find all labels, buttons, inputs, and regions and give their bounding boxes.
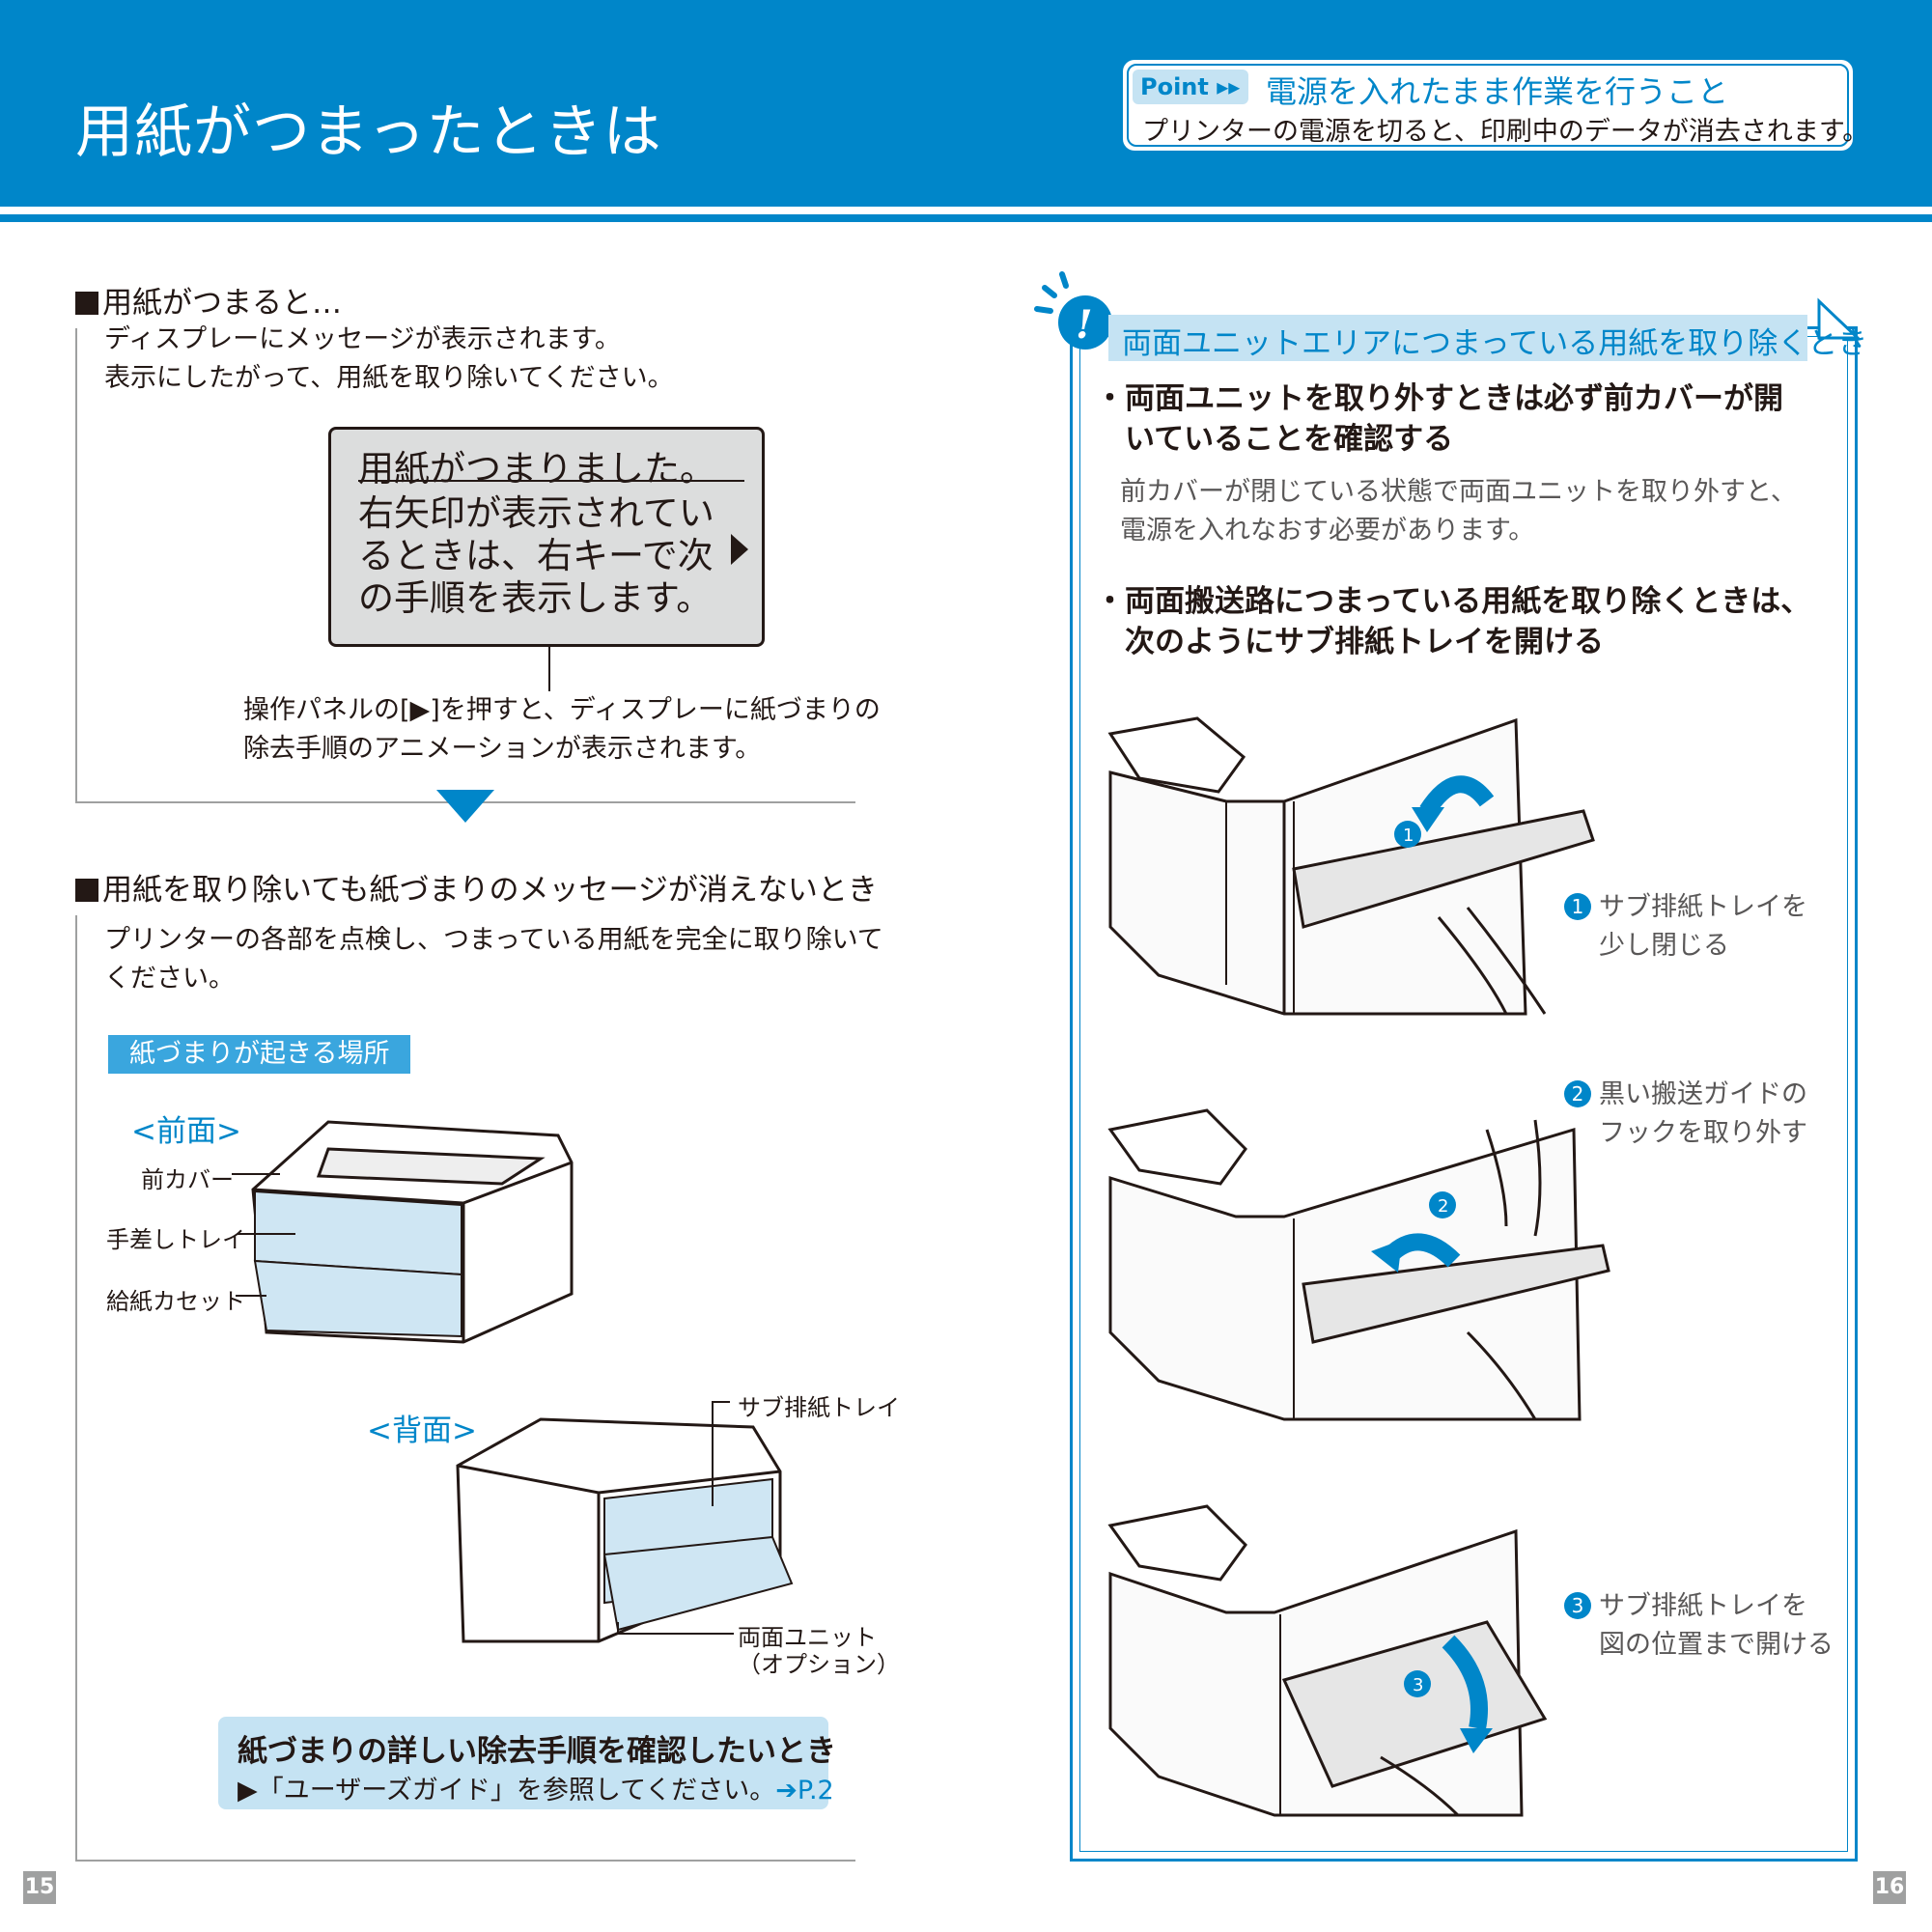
point-badge: Point ▸▸	[1133, 70, 1248, 104]
callout-sub-output-tray: サブ排紙トレイ	[738, 1394, 900, 1421]
step3-label-line: 図の位置まで開ける	[1599, 1630, 1834, 1660]
section1-line: ディスプレーにメッセージが表示されます。	[104, 324, 621, 354]
bullet1-body-line: 電源を入れなおす必要があります。	[1120, 516, 1535, 546]
right-arrow-icon	[731, 534, 748, 565]
section2-vline	[75, 915, 77, 1862]
section2-text: プリンターの各部を点検し、つまっている用紙を完全に取り除いて ください。	[104, 921, 883, 998]
callout-manual-tray: 手差しトレイ	[106, 1226, 245, 1253]
tip-title: 両面ユニットエリアにつまっている用紙を取り除くとき	[1122, 326, 1868, 361]
lcd-underline	[358, 480, 744, 482]
callout-duplex-unit: 両面ユニット	[738, 1624, 877, 1651]
page-link[interactable]: ➔P.2	[775, 1776, 834, 1806]
callout-option: （オプション）	[738, 1651, 900, 1678]
lcd-line: るときは、右キーで次	[358, 535, 714, 576]
callout-paper-cassette: 給紙カセット	[106, 1288, 245, 1315]
section1-heading: 用紙がつまると…	[75, 278, 342, 322]
lcd-line: の手順を表示します。	[358, 577, 713, 619]
down-arrow-icon	[436, 790, 494, 823]
section2-hline	[75, 1860, 855, 1862]
square-bullet-icon	[75, 292, 98, 315]
bullet1-body: 前カバーが閉じている状態で両面ユニットを取り外すと、 電源を入れなおす必要があり…	[1120, 473, 1797, 550]
step-number-badge: 3	[1564, 1592, 1591, 1619]
step2-label-line: フックを取り外す	[1599, 1118, 1807, 1148]
caption-line: 除去手順のアニメーションが表示されます。	[243, 734, 762, 764]
point-box: Point ▸▸ 電源を入れたまま作業を行うこと プリンターの電源を切ると、印刷…	[1123, 60, 1868, 151]
point-text: プリンターの電源を切ると、印刷中のデータが消去されます。	[1142, 117, 1869, 147]
reference-text: ▶「ユーザーズガイド」を参照してください。➔P.2	[238, 1776, 834, 1806]
section1-vline	[75, 328, 77, 803]
lcd-leader-line	[548, 647, 550, 691]
bullet2-heading: ・両面搬送路につまっている用紙を取り除くときは、 次のようにサブ排紙トレイを開け…	[1095, 581, 1810, 662]
section1-line: 表示にしたがって、用紙を取り除いてください。	[104, 363, 674, 393]
step-number-badge: 2	[1564, 1080, 1591, 1107]
svg-text:!: !	[1076, 302, 1093, 348]
back-view-label: <背面>	[367, 1414, 477, 1448]
section2-line: ください。	[104, 964, 235, 994]
svg-text:1: 1	[1403, 826, 1414, 846]
bullet1-heading-line: ・両面ユニットを取り外すときは必ず前カバーが開	[1095, 381, 1783, 416]
step-number-badge: 1	[1564, 893, 1591, 920]
caption-line: 操作パネルの[▶]を押すと、ディスプレーに紙づまりの	[243, 695, 881, 725]
page-number-left: 15	[23, 1871, 56, 1904]
reference-box: 紙づまりの詳しい除去手順を確認したいとき ▶「ユーザーズガイド」を参照してくださ…	[218, 1717, 836, 1809]
svg-text:2: 2	[1438, 1196, 1448, 1217]
bullet1-heading: ・両面ユニットを取り外すときは必ず前カバーが開 いていることを確認する	[1095, 378, 1783, 460]
section1-text: ディスプレーにメッセージが表示されます。 表示にしたがって、用紙を取り除いてくだ…	[104, 321, 674, 398]
location-label: 紙づまりが起きる場所	[108, 1035, 411, 1074]
lcd-line: 右矢印が表示されてい	[358, 492, 714, 534]
section2-heading: 用紙を取り除いても紙づまりのメッセージが消えないとき	[75, 865, 878, 909]
callout-front-cover: 前カバー	[141, 1166, 234, 1193]
bullet1-heading-line: いていることを確認する	[1095, 422, 1454, 457]
square-bullet-icon	[75, 879, 98, 902]
svg-text:3: 3	[1413, 1675, 1423, 1695]
lcd-display: 用紙がつまりました。 右矢印が表示されてい るときは、右キーで次 の手順を表示し…	[328, 427, 765, 647]
point-box-border	[1127, 64, 1849, 147]
lcd-caption: 操作パネルの[▶]を押すと、ディスプレーに紙づまりの 除去手順のアニメーションが…	[243, 691, 881, 769]
reference-title: 紙づまりの詳しい除去手順を確認したいとき	[238, 1734, 836, 1769]
tip-title-bar	[1108, 315, 1807, 361]
page-number-right: 16	[1873, 1871, 1906, 1904]
point-heading: 電源を入れたまま作業を行うこと	[1266, 73, 1729, 110]
header-banner: 用紙がつまったときは Point ▸▸ 電源を入れたまま作業を行うこと プリンタ…	[0, 0, 1932, 207]
bullet2-heading-line: 次のようにサブ排紙トレイを開ける	[1095, 625, 1604, 659]
bullet1-body-line: 前カバーが閉じている状態で両面ユニットを取り外すと、	[1120, 477, 1797, 507]
header-rule	[0, 214, 1932, 222]
page-title: 用紙がつまったときは	[75, 98, 662, 166]
step1-label-line: 少し閉じる	[1599, 931, 1729, 961]
section2-line: プリンターの各部を点検し、つまっている用紙を完全に取り除いて	[104, 925, 883, 955]
lcd-line: 用紙がつまりました。	[358, 448, 715, 490]
front-view-label: <前面>	[131, 1114, 241, 1149]
bullet2-heading-line: ・両面搬送路につまっている用紙を取り除くときは、	[1095, 584, 1811, 619]
